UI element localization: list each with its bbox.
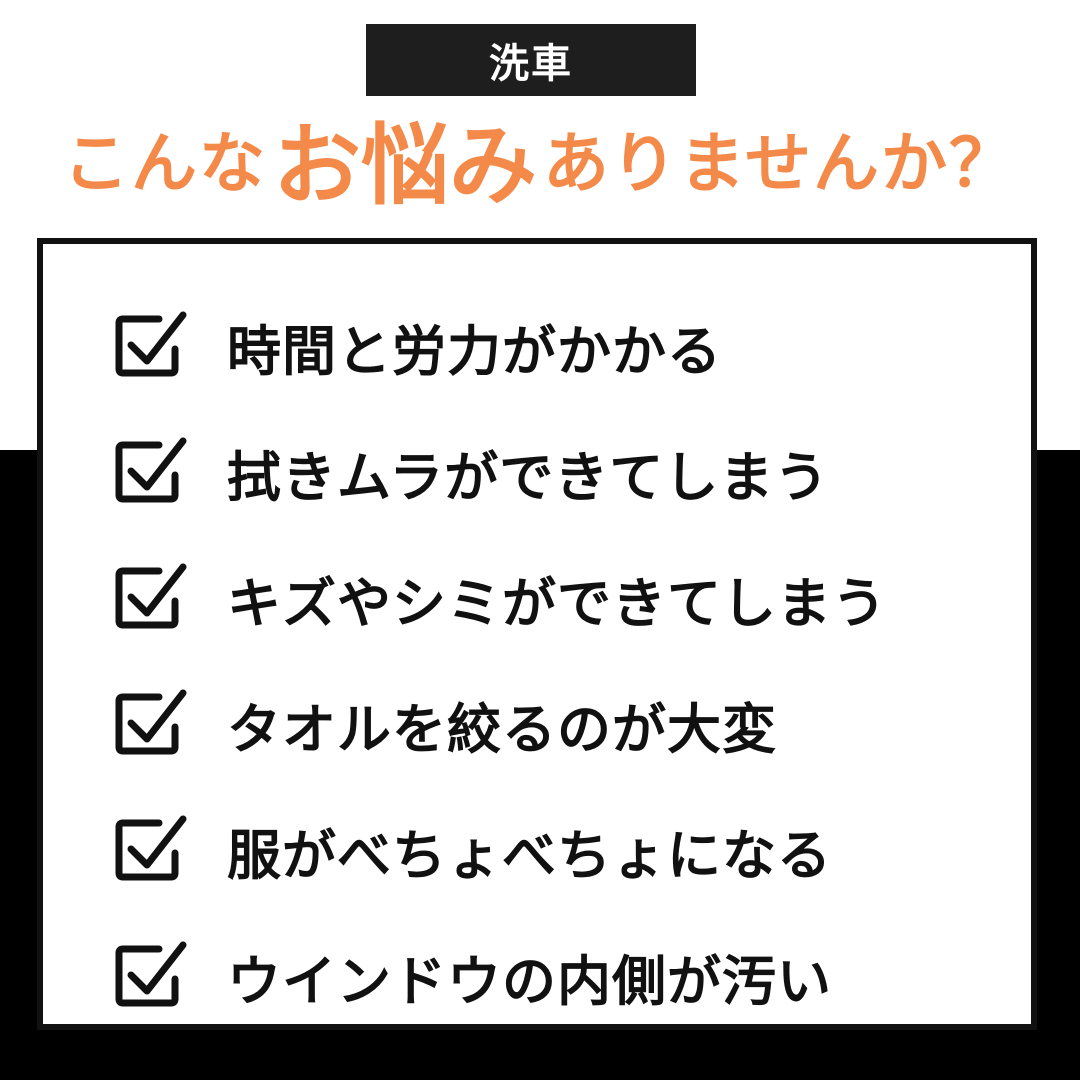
- checklist-card: 時間と労力がかかる 拭きムラができてしまう キズやシミができてしまう タオルを絞…: [37, 238, 1037, 1030]
- checkbox-checked-icon: [115, 437, 187, 503]
- checkbox-checked-icon: [115, 563, 187, 629]
- headline: こんな お悩み ありませんか？: [0, 108, 1080, 217]
- checklist-item: キズやシミができてしまう: [113, 558, 887, 638]
- checklist-item: タオルを絞るのが大変: [113, 684, 777, 764]
- checklist-item-label: 時間と労力がかかる: [227, 319, 722, 383]
- checklist-item: ウインドウの内側が汚い: [113, 936, 832, 1016]
- checklist-item-label: タオルを絞るのが大変: [227, 697, 777, 761]
- checklist-item: 拭きムラができてしまう: [113, 432, 829, 512]
- headline-part-2: お悩み: [272, 113, 537, 217]
- checklist-item: 時間と労力がかかる: [113, 306, 722, 386]
- category-tag: 洗車: [366, 24, 696, 96]
- checkbox-checked-icon: [115, 941, 187, 1007]
- checklist-item-label: キズやシミができてしまう: [227, 571, 887, 635]
- headline-part-1: こんな: [62, 125, 267, 202]
- checkbox-checked-icon: [115, 689, 187, 755]
- checklist-item: 服がべちょべちょになる: [113, 810, 832, 890]
- checklist-item-label: 服がべちょべちょになる: [227, 823, 832, 887]
- checkbox-checked-icon: [115, 815, 187, 881]
- checkbox-checked-icon: [115, 311, 187, 377]
- checklist-item-label: ウインドウの内側が汚い: [227, 949, 832, 1013]
- checklist-item-label: 拭きムラができてしまう: [227, 445, 830, 509]
- headline-part-3: ありませんか？: [542, 125, 1018, 202]
